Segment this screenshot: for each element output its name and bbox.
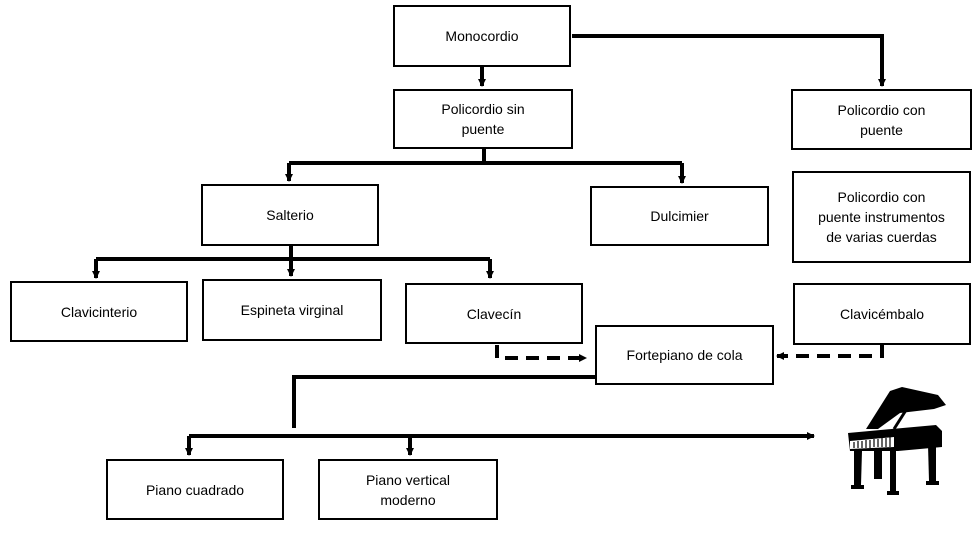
node-piano-vertical-moderno: Piano vertical moderno	[318, 459, 498, 520]
node-policordio-sin-puente: Policordio sin puente	[393, 89, 573, 149]
node-monocordio: Monocordio	[393, 5, 571, 67]
node-clavicembalo: Clavicémbalo	[793, 283, 971, 345]
connector-salterio-bus	[96, 245, 490, 261]
dashed-connector-clavecin-fortepiano	[495, 345, 587, 362]
node-espineta-virginal: Espineta virginal	[202, 279, 382, 341]
node-policordio-varias-cuerdas: Policordio con puente instrumentos de va…	[792, 171, 971, 263]
node-salterio: Salterio	[201, 184, 379, 246]
node-dulcimier: Dulcimier	[590, 186, 769, 246]
node-policordio-con-puente: Policordio con puente	[791, 89, 972, 150]
connector-sin-puente-bus	[289, 148, 682, 165]
grand-piano-icon	[848, 387, 946, 495]
node-clavicinterio: Clavicinterio	[10, 281, 188, 342]
connector-monocordio-con-puente	[572, 34, 886, 87]
node-piano-cuadrado: Piano cuadrado	[106, 459, 284, 520]
connector-fortepiano-bus	[292, 375, 595, 428]
node-clavecin: Clavecín	[405, 283, 583, 344]
dashed-connector-clavicembalo-fortepiano	[776, 345, 884, 360]
node-fortepiano-de-cola: Fortepiano de cola	[595, 325, 774, 385]
